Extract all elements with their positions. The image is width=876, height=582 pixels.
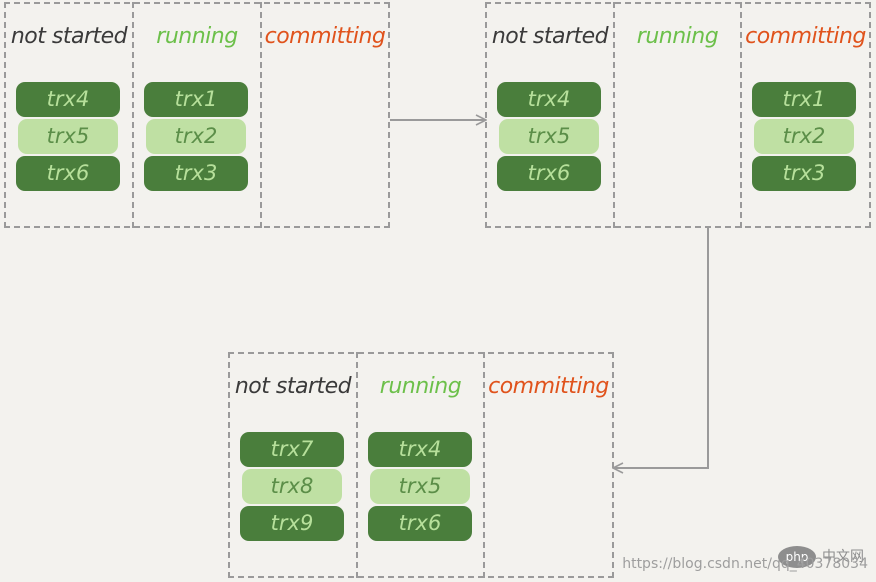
trx-block: trx5	[499, 119, 599, 154]
panel-1-border-bottom	[4, 226, 390, 228]
trx-block: trx9	[240, 506, 344, 541]
not-started-header: not started	[234, 374, 352, 399]
panel-3-border-bottom	[228, 576, 614, 578]
panel-2: not started trx4 trx5 trx6 running commi…	[485, 2, 871, 228]
php-cn-label: 中文网	[822, 549, 864, 565]
panel-2-not-started-column: not started trx4 trx5 trx6	[485, 2, 615, 228]
panel-3: not started trx7 trx8 trx9 running trx4 …	[228, 352, 614, 578]
panel-3-not-started-stack: trx7 trx8 trx9	[240, 432, 344, 543]
watermark: https://blog.csdn.net/qq_40378034	[622, 556, 868, 572]
trx-block: trx6	[16, 156, 120, 191]
panel-3-not-started-column: not started trx7 trx8 trx9	[228, 352, 358, 578]
trx-block: trx1	[752, 82, 856, 117]
panel-3-running-column: running trx4 trx5 trx6	[358, 352, 485, 578]
panel-1-border-top	[4, 2, 390, 4]
panel-3-running-stack: trx4 trx5 trx6	[368, 432, 472, 543]
trx-block: trx4	[368, 432, 472, 467]
panel-2-committing-stack: trx1 trx2 trx3	[752, 82, 856, 193]
running-header: running	[636, 24, 719, 49]
running-header: running	[379, 374, 462, 399]
panel-2-running-column: running	[615, 2, 742, 228]
trx-block: trx4	[16, 82, 120, 117]
committing-header: committing	[264, 24, 386, 49]
running-header: running	[156, 24, 238, 49]
panel-2-not-started-stack: trx4 trx5 trx6	[497, 82, 601, 193]
trx-block: trx5	[18, 119, 118, 154]
trx-block: trx4	[497, 82, 601, 117]
panel-1: not started trx4 trx5 trx6 running trx1 …	[4, 2, 390, 228]
not-started-header: not started	[10, 24, 128, 49]
trx-block: trx5	[370, 469, 470, 504]
trx-block: trx2	[146, 119, 246, 154]
trx-block: trx6	[497, 156, 601, 191]
panel-1-committing-column: committing	[262, 2, 390, 228]
arrow-panel2-to-panel3	[614, 228, 709, 468]
panel-2-border-top	[485, 2, 871, 4]
trx-block: trx7	[240, 432, 344, 467]
panel-2-border-bottom	[485, 226, 871, 228]
panel-3-border-top	[228, 352, 614, 354]
panel-1-not-started-column: not started trx4 trx5 trx6	[4, 2, 134, 228]
panel-2-committing-column: committing trx1 trx2 trx3	[742, 2, 871, 228]
not-started-header: not started	[491, 24, 609, 49]
panel-1-running-stack: trx1 trx2 trx3	[144, 82, 248, 193]
php-logo: php	[778, 546, 816, 568]
trx-block: trx2	[754, 119, 854, 154]
committing-header: committing	[745, 24, 866, 49]
trx-block: trx1	[144, 82, 248, 117]
panel-1-not-started-stack: trx4 trx5 trx6	[16, 82, 120, 193]
trx-block: trx3	[752, 156, 856, 191]
trx-block: trx8	[242, 469, 342, 504]
trx-block: trx3	[144, 156, 248, 191]
panel-3-committing-column: committing	[485, 352, 614, 578]
panel-1-running-column: running trx1 trx2 trx3	[134, 2, 262, 228]
committing-header: committing	[488, 374, 609, 399]
trx-block: trx6	[368, 506, 472, 541]
